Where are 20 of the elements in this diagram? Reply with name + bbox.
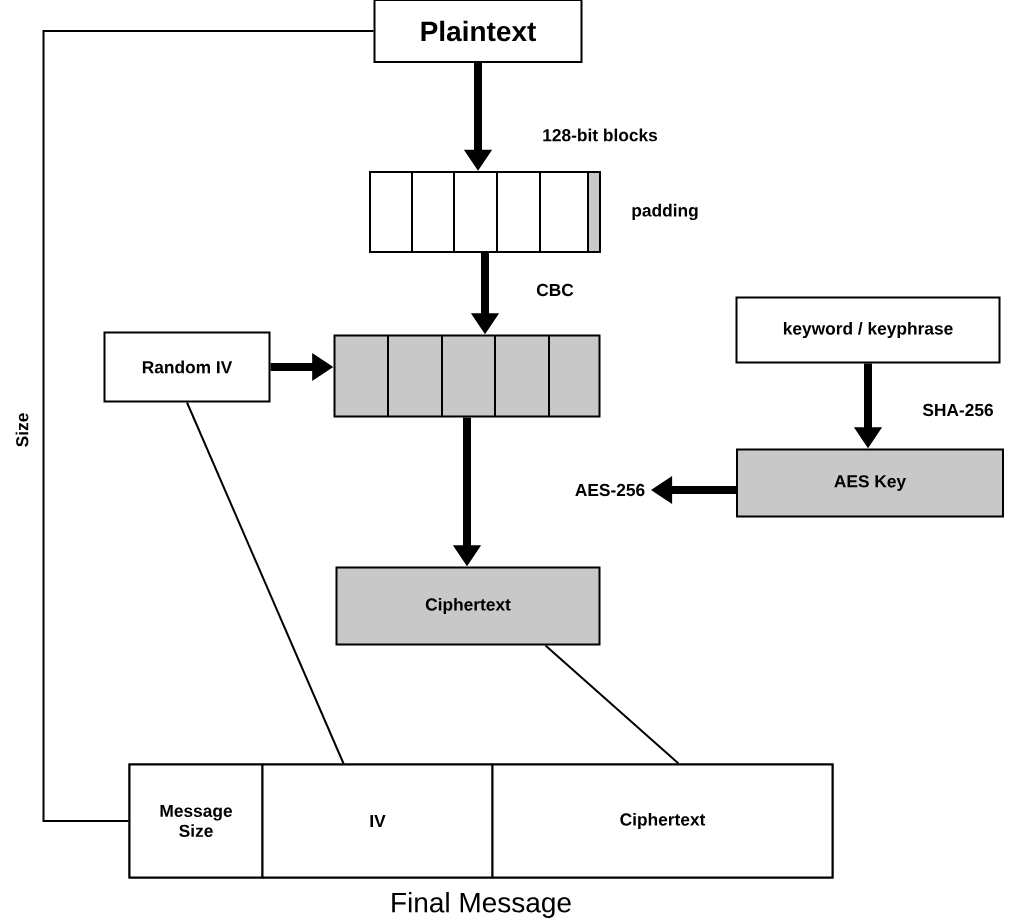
- connector-line: [42, 30, 375, 822]
- connector-line: [544, 644, 680, 765]
- heading: Final Message: [392, 891, 571, 919]
- edge-label: CBC: [533, 281, 577, 299]
- edge-label: Size: [12, 410, 32, 450]
- side-label: padding: [632, 203, 698, 221]
- process-box: Ciphertext: [335, 566, 601, 646]
- connector-line: [186, 401, 345, 765]
- process-box: AES Key: [736, 448, 1004, 518]
- edge-label: 128-bit blocks: [539, 125, 661, 145]
- process-box: Plaintext: [373, 0, 583, 63]
- message-field: Message Size: [128, 763, 264, 879]
- block-row: [369, 171, 601, 253]
- process-box: keyword / keyphrase: [735, 296, 1001, 364]
- text-label: AES-256: [575, 483, 645, 497]
- message-field: IV: [261, 763, 494, 879]
- edge-label: SHA-256: [919, 401, 997, 419]
- block-row: [333, 334, 601, 418]
- process-box: Random IV: [103, 331, 271, 403]
- message-field: Ciphertext: [491, 763, 834, 879]
